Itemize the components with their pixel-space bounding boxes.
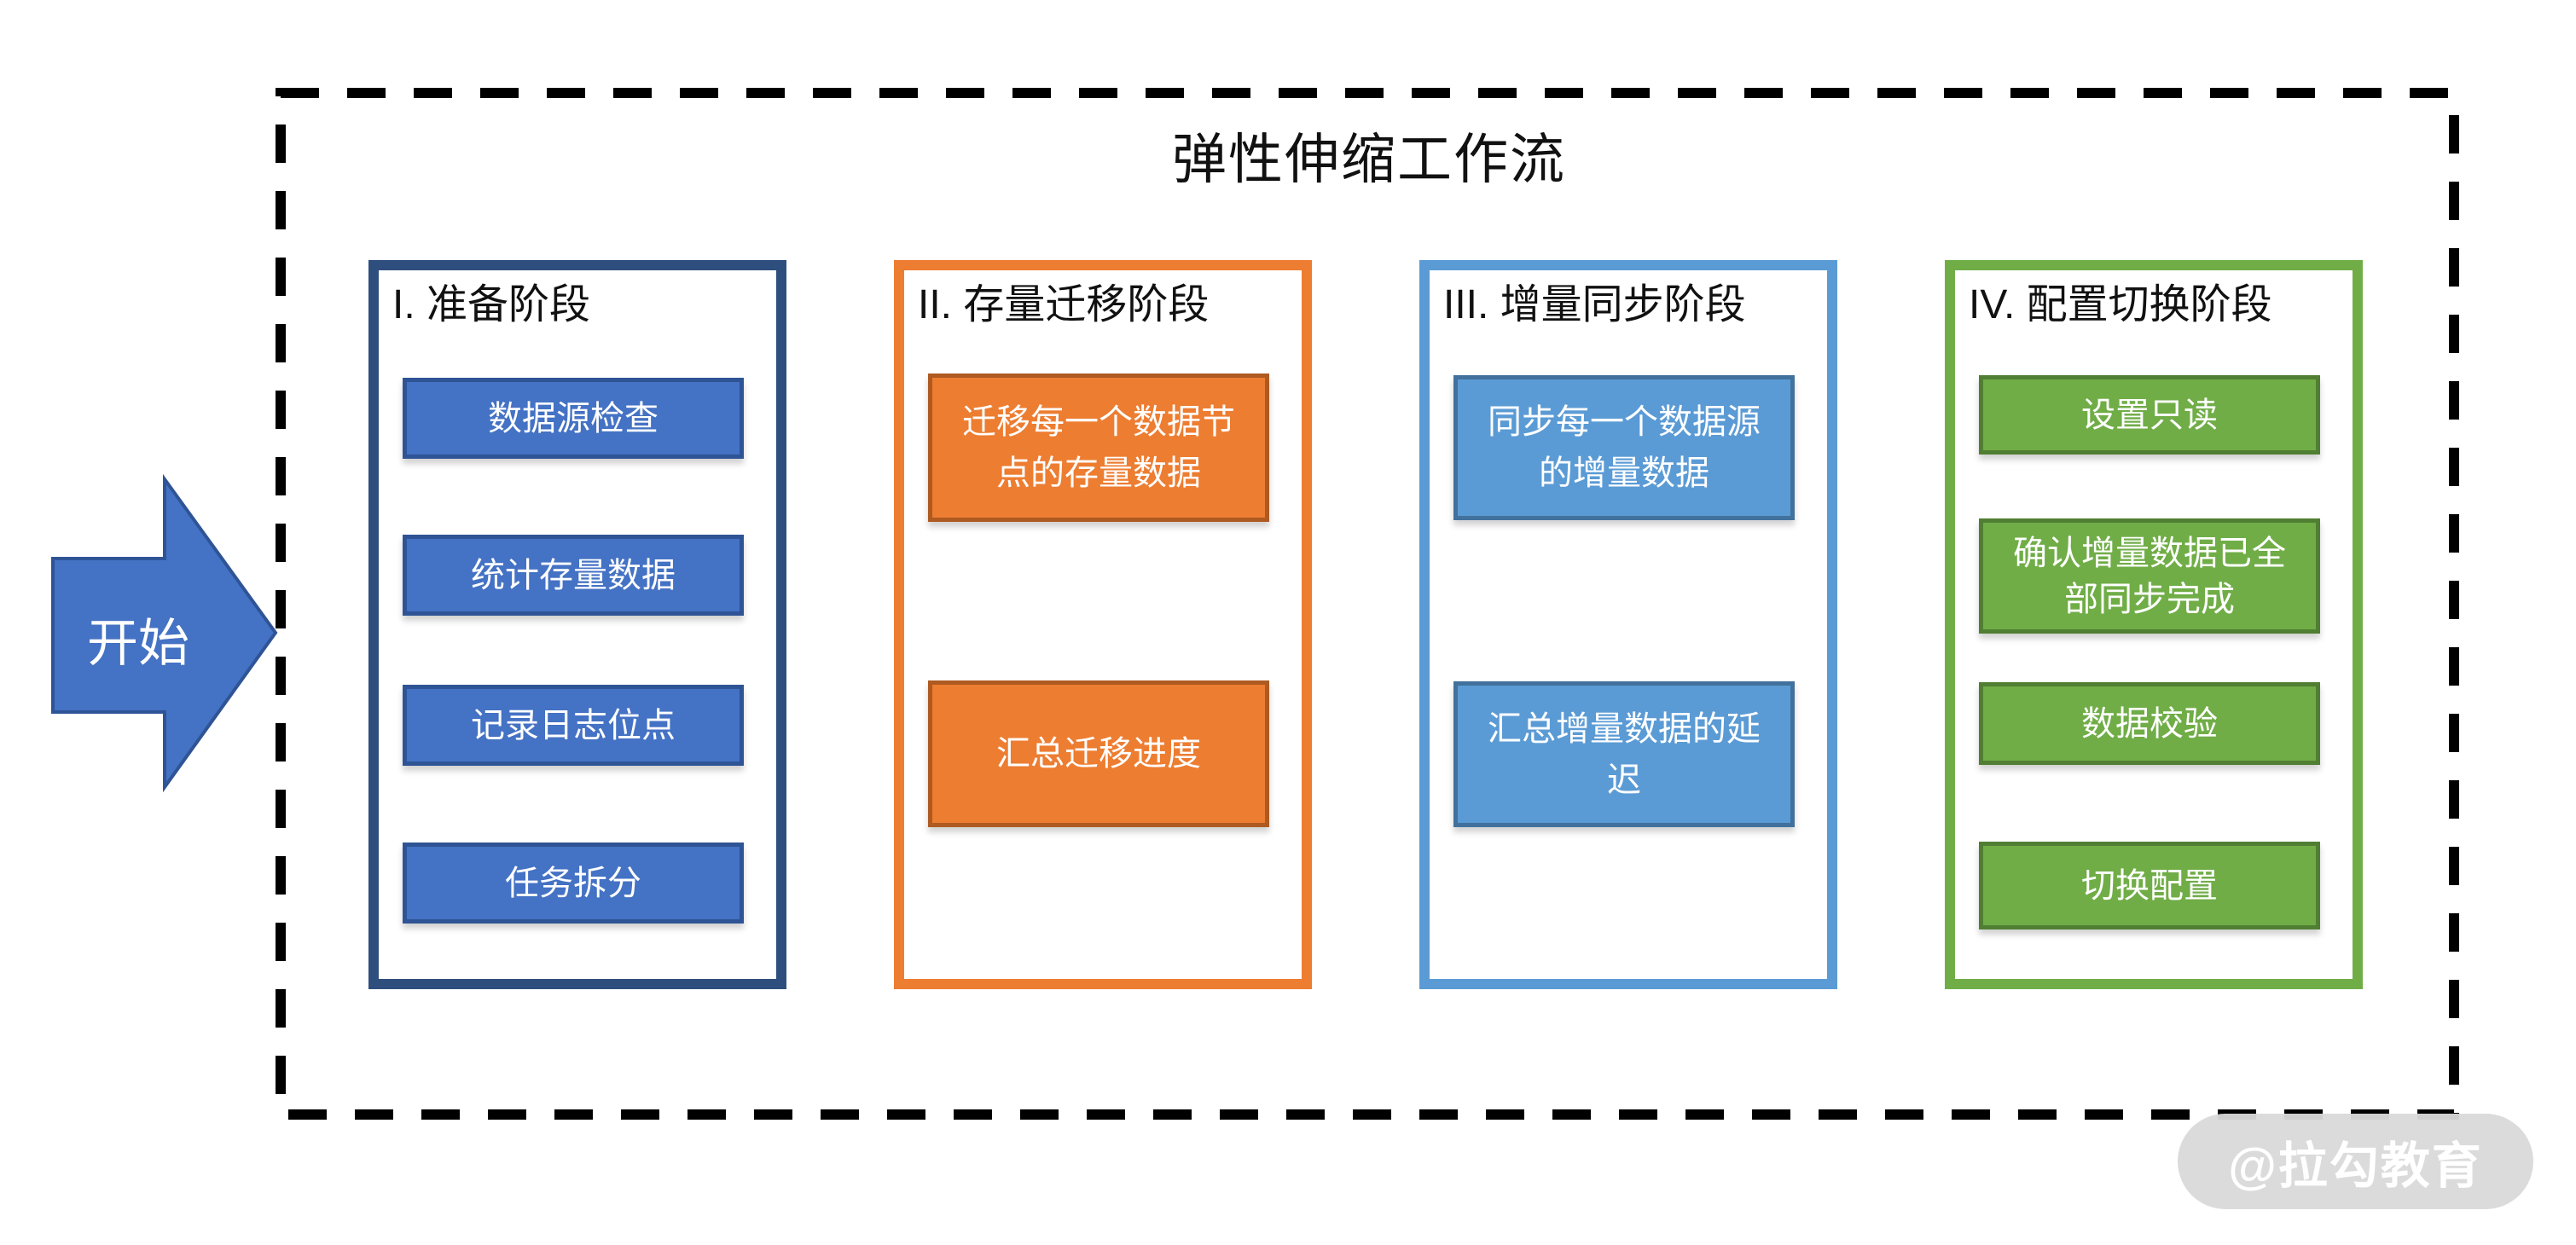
phase-frame-config-switch: IV. 配置切换阶段 设置只读 确认增量数据已全 部同步完成 数据校验 切换配置 xyxy=(1945,260,2363,989)
step-box: 记录日志位点 xyxy=(403,685,744,766)
workflow-title: 弹性伸缩工作流 xyxy=(1172,129,1566,190)
phase-title: I. 准备阶段 xyxy=(392,282,591,327)
step-box: 同步每一个数据源 的增量数据 xyxy=(1453,375,1795,520)
step-box: 统计存量数据 xyxy=(403,535,744,616)
step-box: 迁移每一个数据节 点的存量数据 xyxy=(928,374,1269,522)
watermark-badge: @拉勾教育 xyxy=(2178,1114,2533,1209)
step-box: 切换配置 xyxy=(1979,842,2320,929)
step-box: 任务拆分 xyxy=(403,843,744,924)
step-box: 汇总增量数据的延 迟 xyxy=(1453,681,1795,827)
step-box: 设置只读 xyxy=(1979,375,2320,455)
step-box: 数据校验 xyxy=(1979,682,2320,765)
phase-title: II. 存量迁移阶段 xyxy=(918,282,1210,327)
phase-frame-full-migration: II. 存量迁移阶段 迁移每一个数据节 点的存量数据 汇总迁移进度 xyxy=(894,260,1312,989)
step-box: 汇总迁移进度 xyxy=(928,680,1269,827)
phase-frame-preparation: I. 准备阶段 数据源检查 统计存量数据 记录日志位点 任务拆分 xyxy=(368,260,786,989)
step-box: 数据源检查 xyxy=(403,378,744,459)
step-box: 确认增量数据已全 部同步完成 xyxy=(1979,518,2320,634)
phase-frame-incremental-sync: III. 增量同步阶段 同步每一个数据源 的增量数据 汇总增量数据的延 迟 xyxy=(1419,260,1837,989)
phase-title: III. 增量同步阶段 xyxy=(1443,282,1746,327)
phase-title: IV. 配置切换阶段 xyxy=(1969,282,2272,327)
start-arrow-label: 开始 xyxy=(87,615,189,672)
